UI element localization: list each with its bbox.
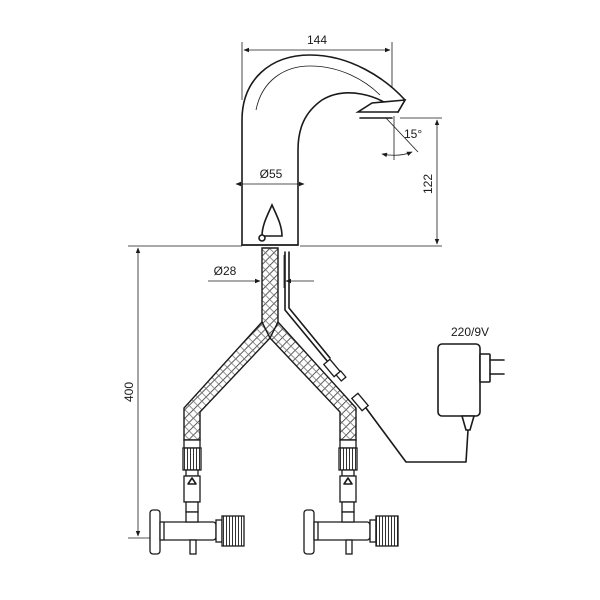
dimension-hose-diameter-label: Ø28 xyxy=(214,264,237,278)
braided-hoses xyxy=(183,247,357,441)
sensor-dot xyxy=(258,234,266,242)
dimension-body-diameter: Ø55 xyxy=(235,167,305,187)
valve-right xyxy=(303,439,399,555)
dimension-body-diameter-label: Ø55 xyxy=(260,167,283,181)
dimension-angle: 15° xyxy=(381,116,422,160)
dimension-hose-diameter: Ø28 xyxy=(208,255,314,288)
sensor-cable xyxy=(284,251,469,463)
dimension-width: 144 xyxy=(241,33,393,100)
dimension-spout-height-label: 122 xyxy=(421,174,435,194)
dimension-total-height-label: 400 xyxy=(122,382,136,402)
cable-connector-female xyxy=(350,392,370,412)
dimension-angle-label: 15° xyxy=(404,127,422,141)
dimension-total-height: 400 xyxy=(122,245,242,539)
valve-left xyxy=(149,439,245,555)
dimension-spout-height: 122 xyxy=(300,117,442,247)
power-adapter: 220/9V xyxy=(437,325,505,431)
faucet-body xyxy=(241,54,407,246)
dimension-width-label: 144 xyxy=(307,33,327,47)
sensor-window xyxy=(261,203,283,237)
power-adapter-label: 220/9V xyxy=(451,325,489,339)
